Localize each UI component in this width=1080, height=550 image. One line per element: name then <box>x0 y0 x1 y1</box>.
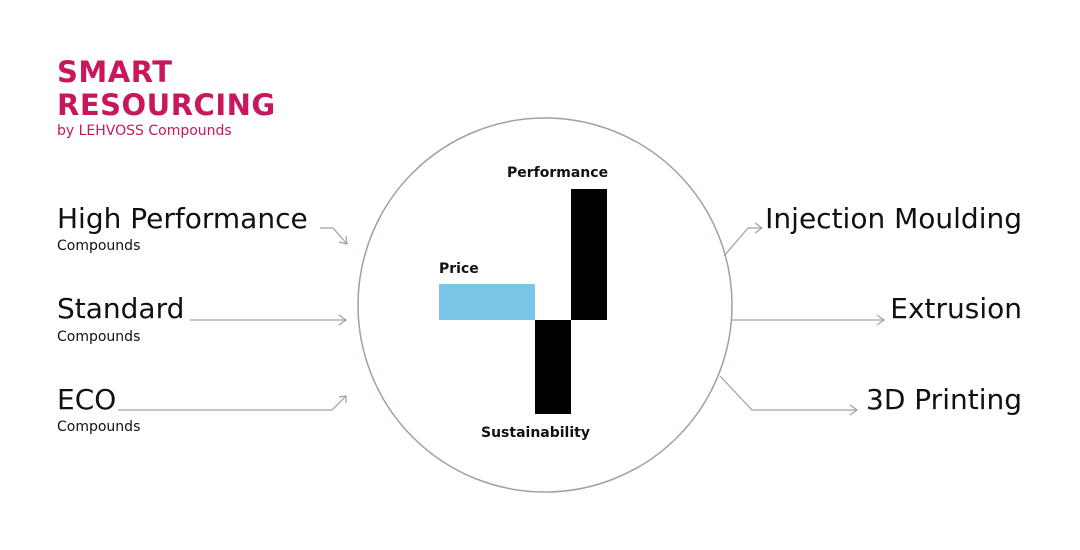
center-circle <box>357 117 733 493</box>
arrow-standard <box>190 314 348 326</box>
input-eco-subtitle: Compounds <box>57 419 141 435</box>
arrow-eco <box>118 395 347 411</box>
input-high-performance-subtitle: Compounds <box>57 238 141 254</box>
input-high-performance-title: High Performance <box>57 202 308 235</box>
brand-title-line2: RESOURCING <box>57 88 276 122</box>
output-injection-moulding: Injection Moulding <box>765 202 1022 235</box>
brand-subtitle: by LEHVOSS Compounds <box>57 123 232 139</box>
input-eco-title: ECO <box>57 383 117 416</box>
performance-bar <box>571 189 607 320</box>
arrow-high-performance <box>320 227 348 245</box>
output-3d-printing: 3D Printing <box>866 383 1022 416</box>
input-standard-title: Standard <box>57 292 185 325</box>
brand-title-line1: SMART <box>57 55 173 89</box>
price-label: Price <box>439 261 479 277</box>
sustainability-bar <box>535 320 571 414</box>
input-standard-subtitle: Compounds <box>57 329 141 345</box>
arrow-injection-moulding <box>723 222 764 257</box>
output-extrusion: Extrusion <box>890 292 1022 325</box>
arrow-extrusion <box>732 314 886 326</box>
sustainability-label: Sustainability <box>481 425 590 441</box>
arrow-3d-printing <box>719 375 859 416</box>
performance-label: Performance <box>507 165 609 181</box>
price-bar <box>439 284 535 320</box>
